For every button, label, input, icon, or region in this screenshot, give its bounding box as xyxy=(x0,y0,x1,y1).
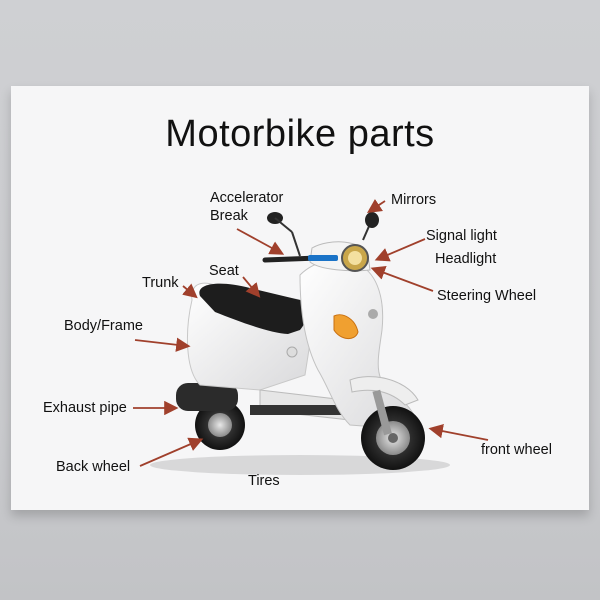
label-arrows xyxy=(133,199,489,467)
label-seat: Seat xyxy=(209,263,239,279)
mirrors-graphic xyxy=(267,212,379,257)
label-steering-wheel: Steering Wheel xyxy=(437,288,537,304)
trunk-arrow xyxy=(182,283,198,299)
label-back-wheel: Back wheel xyxy=(56,459,131,475)
label-headlight: Headlight xyxy=(435,251,497,267)
accelerator-arrow xyxy=(236,228,285,255)
front-wheel-arrow xyxy=(428,424,489,441)
label-mirrors: Mirrors xyxy=(391,192,437,208)
back-wheel-arrow xyxy=(139,437,204,467)
signal-light-arrow xyxy=(374,238,426,262)
label-tires: Tires xyxy=(248,473,280,489)
front-wheel-graphic xyxy=(361,406,425,470)
label-body-frame: Body/Frame xyxy=(64,318,143,334)
label-front-wheel: front wheel xyxy=(481,442,552,458)
label-trunk: Trunk xyxy=(142,275,179,291)
label-exhaust-pipe: Exhaust pipe xyxy=(43,400,127,416)
signal-light-graphic xyxy=(333,314,359,339)
label-signal-light: Signal light xyxy=(426,228,497,244)
label-accelerator: Accelerator xyxy=(210,190,284,206)
seat-arrow xyxy=(242,276,261,298)
body-frame-arrow xyxy=(134,337,191,352)
mirrors-arrow xyxy=(367,199,386,213)
page-title: Motorbike parts xyxy=(165,113,435,155)
poster-card xyxy=(11,86,589,510)
label-break: Break xyxy=(210,208,248,224)
steering-wheel-arrow xyxy=(370,266,434,292)
seat-graphic xyxy=(199,283,309,334)
back-wheel-graphic xyxy=(195,400,245,450)
exhaust-pipe-graphic xyxy=(176,383,238,411)
